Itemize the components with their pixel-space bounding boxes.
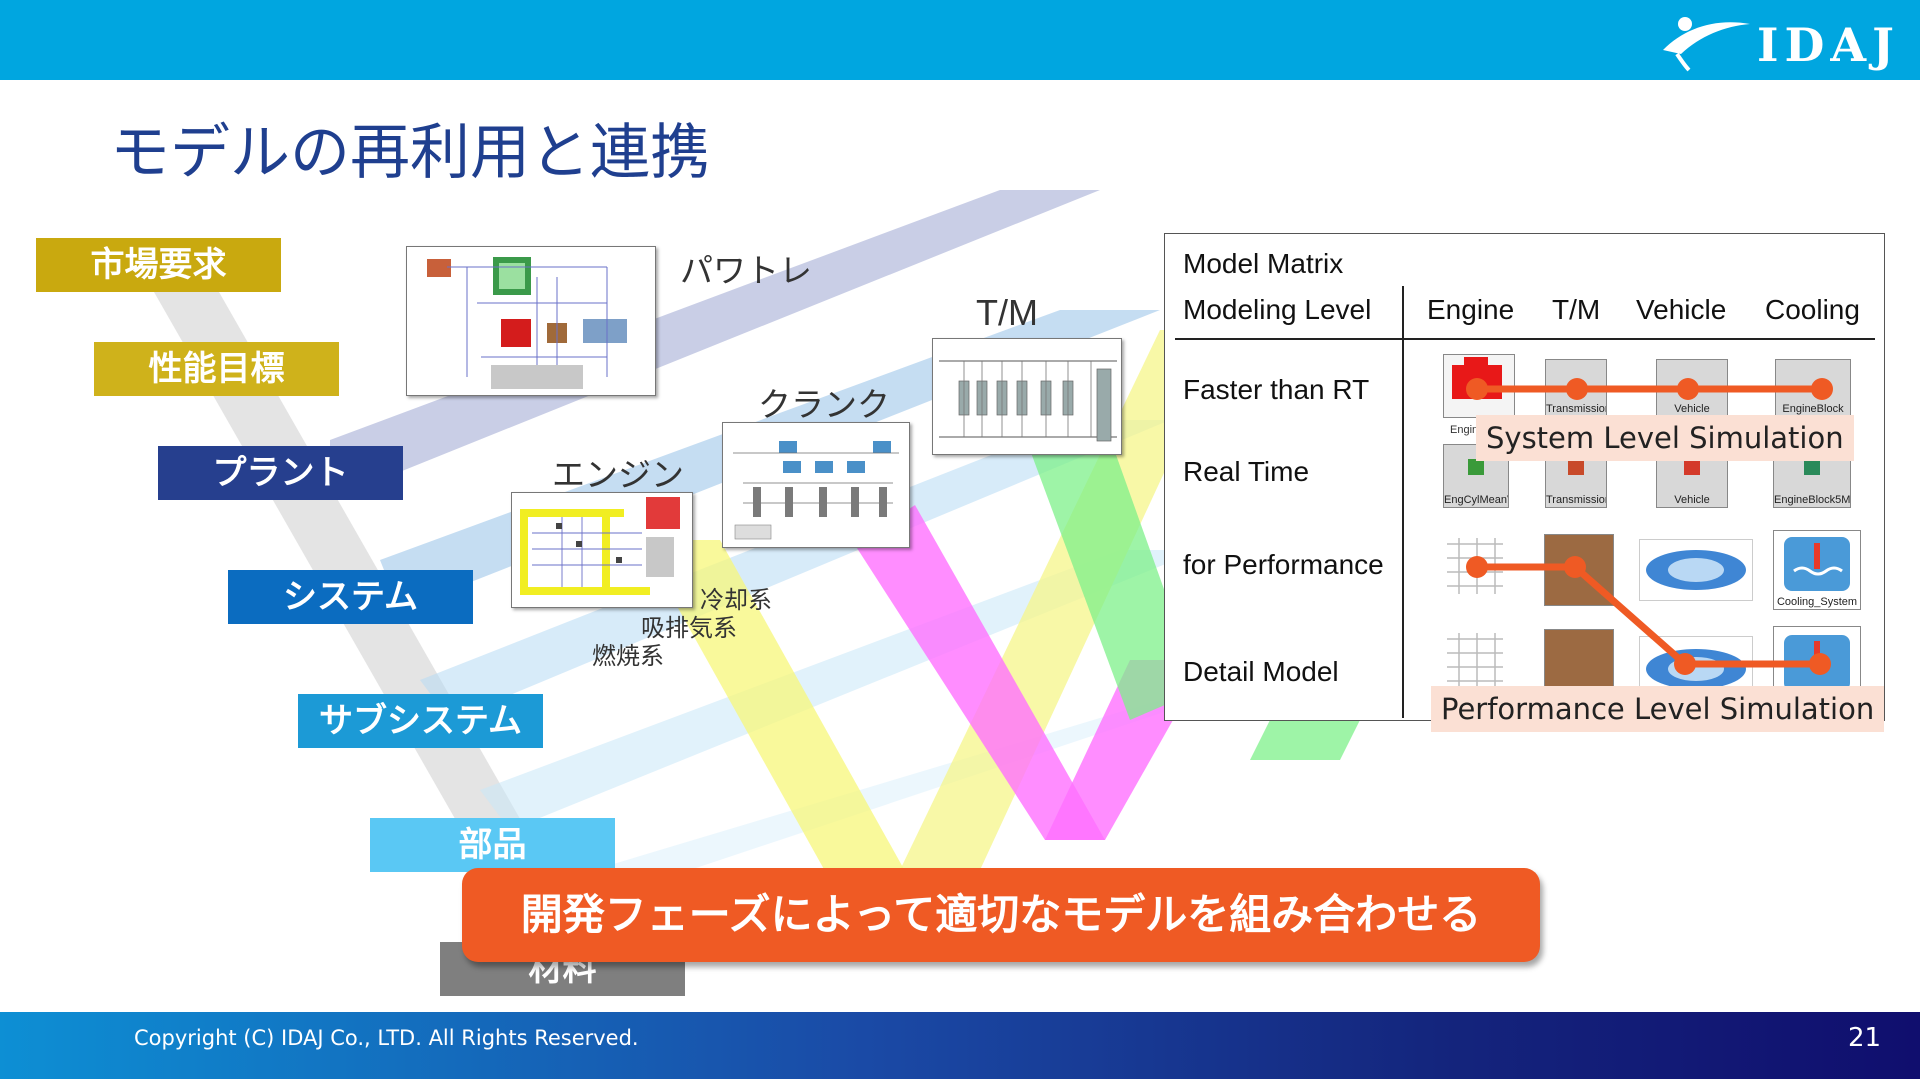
icon-caption: EngineBlock	[1782, 403, 1844, 415]
icon-caption: EngineBlock5M	[1774, 494, 1850, 506]
level-market-requirements: 市場要求	[36, 238, 281, 292]
icon-caption: Vehicle	[1674, 403, 1710, 415]
logo-swoosh-icon	[1663, 17, 1750, 72]
transmission-detail-model-icon	[1544, 629, 1614, 697]
label-cooling-system: 冷却系	[700, 586, 772, 614]
icon-caption: Engine	[1450, 424, 1485, 436]
matrix-level-header: Modeling Level	[1183, 294, 1372, 325]
cooling-performance-model-icon: Cooling_System	[1773, 530, 1861, 610]
level-system: システム	[228, 570, 473, 624]
icon-caption: Vehicle	[1674, 494, 1710, 506]
simulation-path-lines	[1466, 378, 1833, 675]
icon-caption: Cooling_System	[1776, 596, 1858, 608]
band-magenta-down	[855, 505, 1105, 840]
icon-caption: EngCylMeanV	[1444, 494, 1508, 506]
engine-detail-model-icon	[1443, 629, 1523, 695]
matrix-row-real-time: Real Time	[1183, 456, 1310, 487]
powertrain-model-thumbnail	[406, 246, 656, 396]
label-combustion-system: 燃焼系	[592, 642, 664, 670]
band-crank	[420, 420, 1170, 720]
matrix-title: Model Matrix	[1183, 248, 1344, 279]
matrix-col-cooling: Cooling	[1765, 294, 1860, 325]
label-intake-exhaust-system: 吸排気系	[641, 614, 737, 642]
matrix-row-for-performance: for Performance	[1183, 549, 1384, 580]
footer-bar	[0, 1012, 1920, 1079]
matrix-row-faster-than-rt: Faster than RT	[1183, 374, 1370, 405]
matrix-col-tm: T/M	[1552, 294, 1601, 325]
level-plant: プラント	[158, 446, 403, 500]
matrix-col-vehicle: Vehicle	[1636, 294, 1727, 325]
matrix-vertical-line	[1402, 286, 1404, 718]
icon-caption: Transmission	[1546, 403, 1606, 415]
band-yellow-down	[640, 540, 910, 880]
label-tm: T/M	[976, 292, 1038, 333]
crank-model-thumbnail	[722, 422, 910, 548]
engine-model-thumbnail	[511, 492, 693, 608]
band-green-down	[1030, 410, 1200, 720]
tm-model-thumbnail	[932, 338, 1122, 455]
level-performance-targets: 性能目標	[94, 342, 339, 396]
logo-text: IDAJ	[1757, 18, 1900, 72]
matrix-row-detail-model: Detail Model	[1183, 656, 1339, 687]
label-powertrain: パワトレ	[680, 251, 812, 290]
system-level-simulation-label: System Level Simulation	[1476, 415, 1854, 461]
model-matrix-panel: Model Matrix Modeling Level Engine T/M V…	[1164, 233, 1885, 732]
band-powertrain	[330, 190, 1100, 500]
label-engine: エンジン	[552, 455, 684, 494]
band-engine	[480, 550, 1200, 830]
performance-level-simulation-label: Performance Level Simulation	[1431, 686, 1885, 732]
level-subsystem: サブシステム	[298, 694, 543, 748]
copyright-text: Copyright (C) IDAJ Co., LTD. All Rights …	[134, 1026, 639, 1050]
page-number: 21	[1848, 1023, 1882, 1053]
matrix-col-engine: Engine	[1427, 294, 1515, 325]
band-green-bottom	[1250, 720, 1360, 760]
icon-caption: Transmission	[1546, 494, 1606, 506]
vehicle-performance-model-icon	[1639, 539, 1753, 601]
matrix-header-line	[1175, 338, 1875, 340]
page-title: モデルの再利用と連携	[110, 118, 710, 188]
company-logo: IDAJ	[1655, 10, 1895, 72]
top-bar	[0, 0, 1920, 80]
key-message-banner: 開発フェーズによって適切なモデルを組み合わせる	[462, 868, 1540, 962]
level-parts: 部品	[370, 818, 615, 872]
label-crank: クランク	[758, 385, 890, 424]
